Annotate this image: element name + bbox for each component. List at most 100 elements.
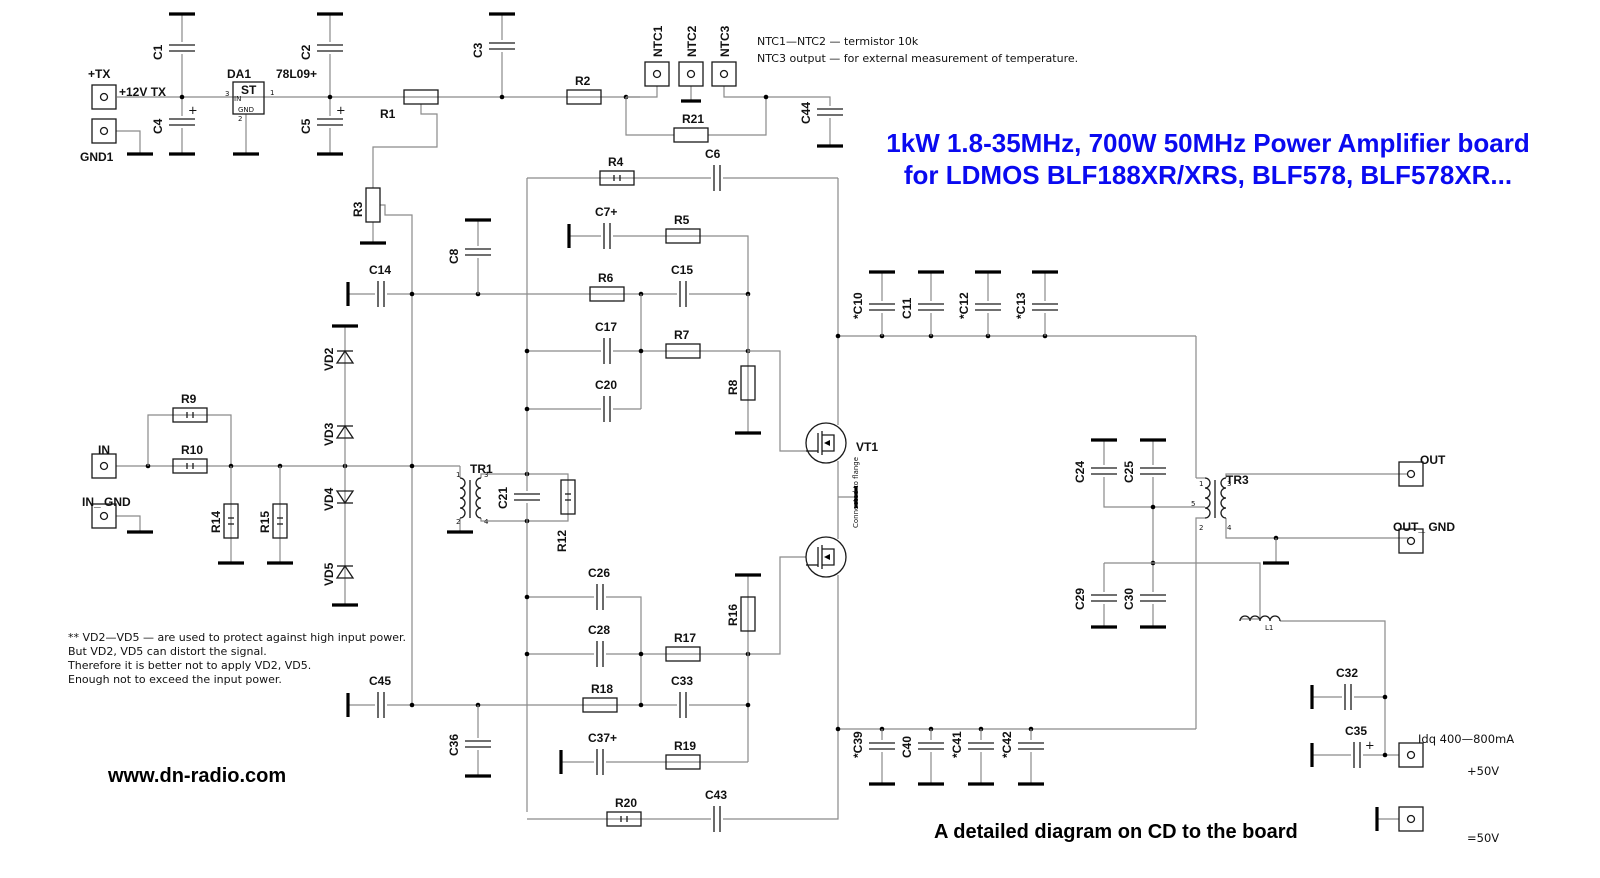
connector-hole <box>99 126 109 136</box>
wire <box>147 414 232 466</box>
regulator-pin-in: IN <box>234 95 241 103</box>
capacitor-label: *C42 <box>1000 731 1014 758</box>
diode-triangle <box>335 490 355 505</box>
capacitor-gap <box>462 246 494 258</box>
mosfet-terminals <box>822 434 835 452</box>
connector-pad <box>1398 806 1424 832</box>
title-line-2: for LDMOS BLF188XR/XRS, BLF578, BLF578XR… <box>904 160 1512 190</box>
capacitor-gap <box>677 278 689 310</box>
connector-in-label: IN <box>98 443 110 457</box>
capacitor-label: *C13 <box>1014 292 1028 319</box>
capacitor-c40 <box>915 740 947 752</box>
capacitor-gap <box>677 689 689 721</box>
capacitor-label: *C10 <box>851 292 865 319</box>
diode-vd5 <box>335 564 355 579</box>
capacitor-c35 <box>1351 739 1363 771</box>
capacitor-c26 <box>594 581 606 613</box>
connector-hole <box>99 92 109 102</box>
capacitor-label: C44 <box>799 102 813 124</box>
capacitor-gap <box>314 116 346 128</box>
wire <box>1280 620 1386 755</box>
diode-label: VD5 <box>322 562 336 586</box>
connector-hole <box>1406 536 1416 546</box>
capacitor-c37 <box>594 746 606 778</box>
resistor-r20 <box>606 811 642 827</box>
wire <box>1195 517 1205 729</box>
tr1-pin: 4 <box>484 518 489 526</box>
resistor-label: R10 <box>181 443 203 457</box>
resistor-label: R3 <box>351 201 365 217</box>
resistor-r4 <box>599 170 635 186</box>
connector-hole <box>99 511 109 521</box>
capacitor-gap <box>462 738 494 750</box>
capacitor-label: C29 <box>1073 588 1087 610</box>
resistor-label: R6 <box>598 271 614 285</box>
junction-dot <box>327 94 333 100</box>
resistor-r3 <box>365 187 381 223</box>
mosfet-arrow <box>824 554 830 560</box>
resistor-r8 <box>740 365 756 401</box>
capacitor-gap <box>166 42 198 54</box>
capacitor-c45 <box>375 689 387 721</box>
connector-pad <box>1398 461 1424 487</box>
capacitor-c30 <box>1137 592 1169 604</box>
capacitor-label: C36 <box>447 734 461 756</box>
resistor-body <box>566 89 602 105</box>
capacitor-label: C26 <box>588 566 610 580</box>
capacitor-gap <box>1351 739 1363 771</box>
junction-dot <box>638 348 644 354</box>
capacitor-label: C6 <box>705 147 721 161</box>
resistor-r1 <box>403 89 439 105</box>
resistor-r5 <box>665 228 701 244</box>
connector-ntc1 <box>644 61 670 87</box>
capacitor-c5 <box>314 116 346 128</box>
capacitor-c3 <box>486 40 518 52</box>
capacitor-gap <box>1137 592 1169 604</box>
capacitor-gap <box>375 689 387 721</box>
tr1-pin: 2 <box>456 518 460 526</box>
connector-hole <box>99 461 109 471</box>
diode-label: VD2 <box>322 347 336 371</box>
resistor-r21 <box>673 127 709 143</box>
capacitor-c28 <box>594 638 606 670</box>
transistor-ref: VT1 <box>856 440 878 454</box>
resistor-body <box>560 479 576 515</box>
capacitor-gap <box>1137 465 1169 477</box>
wire <box>527 729 839 820</box>
wire <box>1103 440 1205 508</box>
junction-dot <box>1382 694 1388 700</box>
capacitor-c7 <box>601 220 613 252</box>
connector-pad <box>1398 742 1424 768</box>
connector-in-gnd-label: IN_ GND <box>82 495 131 509</box>
connector-ntc3 <box>711 61 737 87</box>
capacitor-label: C25 <box>1122 461 1136 483</box>
wire <box>527 596 642 705</box>
resistor-body <box>172 407 208 423</box>
resistor-label: R9 <box>181 392 197 406</box>
capacitor-gap <box>601 220 613 252</box>
wire <box>380 204 413 705</box>
junction-dot <box>524 594 530 600</box>
resistor-r16 <box>740 596 756 632</box>
connector-pad <box>1398 528 1424 554</box>
capacitor-label: C37+ <box>588 731 617 745</box>
resistor-label: R12 <box>555 530 569 552</box>
transformer-winding <box>1220 477 1227 519</box>
capacitor-label: C1 <box>151 44 165 60</box>
resistor-body <box>589 286 625 302</box>
capacitor-c10 <box>866 301 898 313</box>
resistor-body <box>172 458 208 474</box>
connector-minus50v-label: =50V <box>1467 831 1499 845</box>
capacitor-c25 <box>1137 465 1169 477</box>
resistor-body <box>223 503 239 539</box>
capacitor-label: C45 <box>369 674 391 688</box>
capacitor-label: C32 <box>1336 666 1358 680</box>
junction-dot <box>1382 752 1388 758</box>
capacitor-c33 <box>677 689 689 721</box>
wire <box>527 556 806 655</box>
regulator-ref: DA1 <box>227 67 251 81</box>
transformer-winding <box>1204 477 1211 519</box>
resistor-label: R18 <box>591 682 613 696</box>
